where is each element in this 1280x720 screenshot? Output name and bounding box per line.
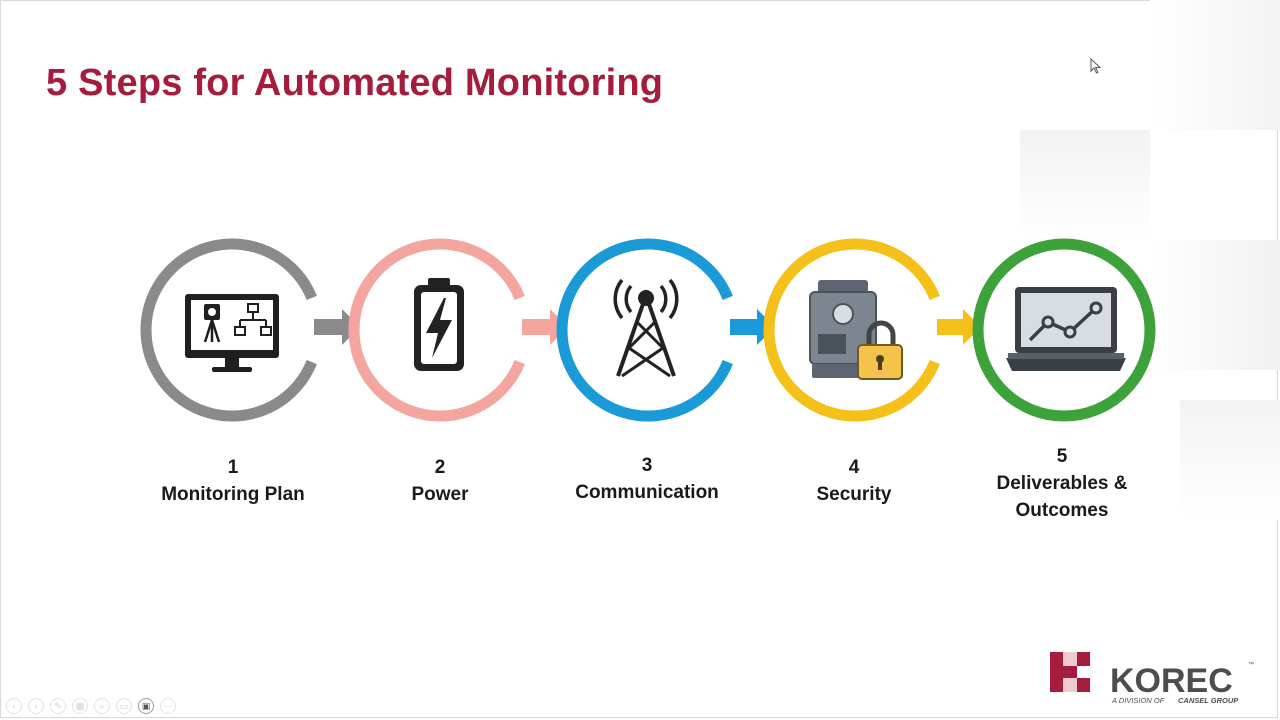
korec-mark-icon bbox=[1050, 652, 1090, 692]
step-4-ring bbox=[763, 238, 981, 422]
step-number: 5 bbox=[1056, 446, 1068, 467]
pen-icon[interactable]: ✎ bbox=[50, 698, 66, 714]
korec-wordmark: KOREC bbox=[1110, 662, 1233, 700]
monitor-flowchart-icon bbox=[185, 294, 279, 372]
camera-icon[interactable]: ▣ bbox=[138, 698, 154, 714]
slides-icon[interactable]: ▦ bbox=[72, 698, 88, 714]
presentation-toolbar: ‹ › ✎ ▦ ⌕ ▭ ▣ ⋯ bbox=[6, 697, 176, 715]
step-title-line-1: Deliverables & bbox=[996, 473, 1128, 494]
step-5-label: 5 Deliverables & Outcomes bbox=[952, 443, 1172, 524]
step-3-ring bbox=[556, 238, 775, 422]
radio-tower-icon bbox=[613, 278, 679, 378]
zoom-icon[interactable]: ⌕ bbox=[94, 698, 110, 714]
korec-logo: KOREC ™ A DIVISION OF CANSEL GROUP bbox=[1050, 652, 1254, 705]
step-title: Security bbox=[816, 484, 892, 505]
step-1-ring bbox=[140, 238, 360, 422]
slide-title: 5 Steps for Automated Monitoring bbox=[46, 62, 664, 104]
battery-charging-icon bbox=[414, 278, 464, 371]
trademark-symbol: ™ bbox=[1248, 661, 1254, 668]
step-3-label: 3 Communication bbox=[537, 452, 757, 506]
step-4-label: 4 Security bbox=[744, 454, 964, 508]
more-icon[interactable]: ⋯ bbox=[160, 698, 176, 714]
step-number: 1 bbox=[227, 457, 239, 478]
tagline-prefix: A DIVISION OF bbox=[1111, 696, 1165, 705]
step-title: Power bbox=[411, 484, 469, 505]
tagline-company: CANSEL GROUP bbox=[1178, 696, 1239, 705]
step-2-ring bbox=[348, 238, 568, 422]
step-number: 4 bbox=[848, 457, 860, 478]
mouse-cursor-icon bbox=[1090, 58, 1102, 74]
step-2-label: 2 Power bbox=[330, 454, 550, 508]
step-number: 2 bbox=[434, 457, 446, 478]
step-title: Communication bbox=[575, 482, 719, 503]
next-icon[interactable]: › bbox=[28, 698, 44, 714]
step-title: Monitoring Plan bbox=[161, 484, 305, 505]
step-number: 3 bbox=[641, 455, 653, 476]
step-5-ring bbox=[972, 238, 1156, 422]
step-title-line-2: Outcomes bbox=[1015, 500, 1109, 521]
step-1-label: 1 Monitoring Plan bbox=[123, 454, 343, 508]
total-station-lock-icon bbox=[809, 280, 903, 380]
subtitles-icon[interactable]: ▭ bbox=[116, 698, 132, 714]
previous-icon[interactable]: ‹ bbox=[6, 698, 22, 714]
laptop-line-chart-icon bbox=[1006, 287, 1126, 371]
